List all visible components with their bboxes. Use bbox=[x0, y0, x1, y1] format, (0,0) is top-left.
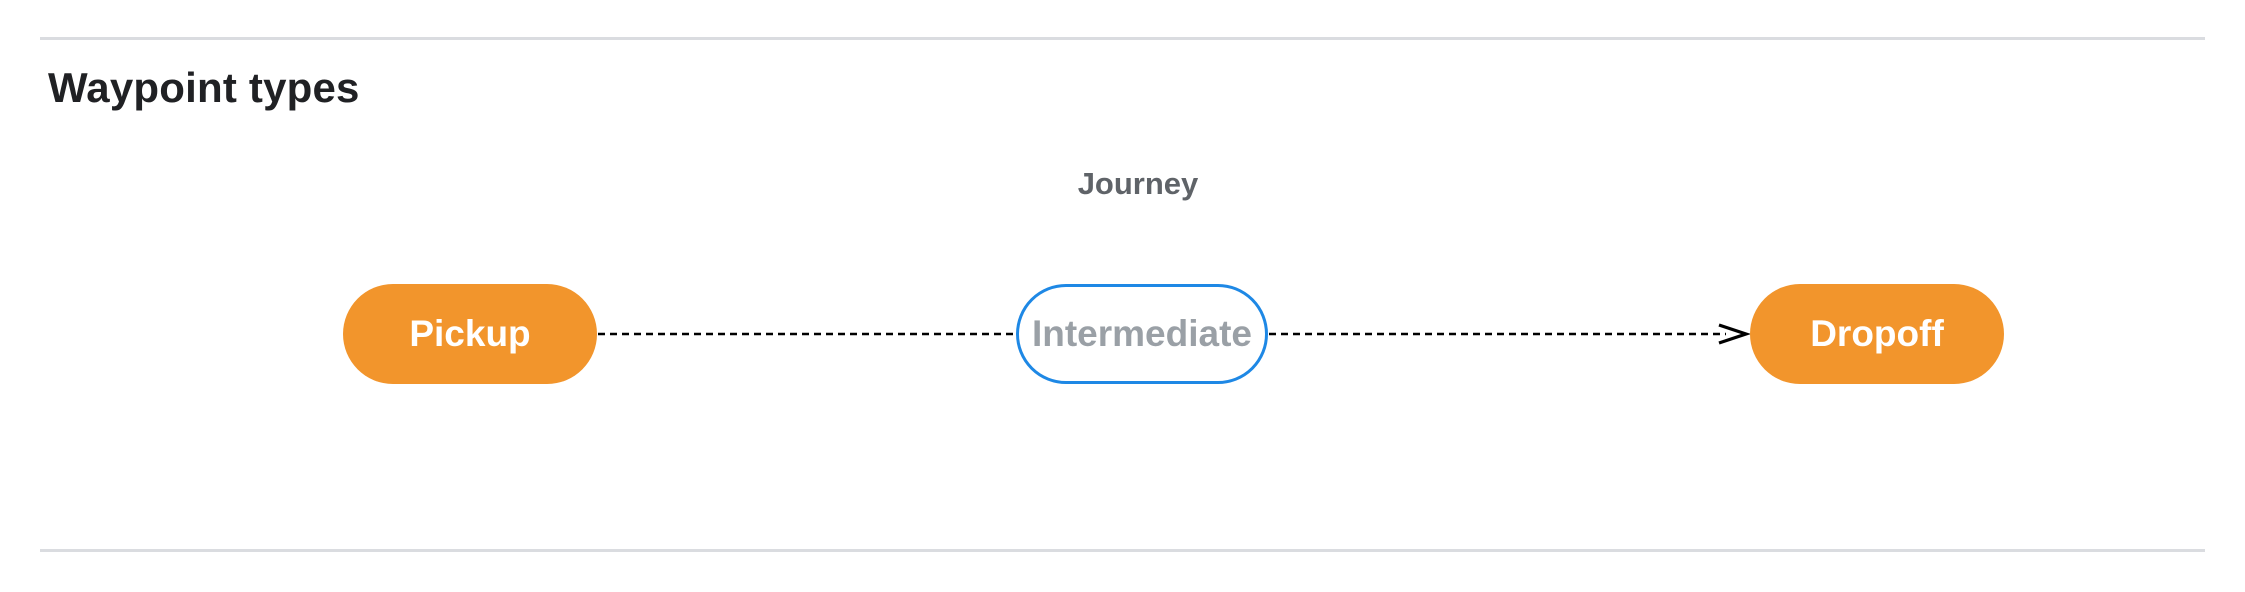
bottom-divider bbox=[40, 549, 2205, 552]
node-intermediate: Intermediate bbox=[1016, 284, 1268, 384]
arrowhead-icon bbox=[1718, 323, 1752, 345]
node-dropoff: Dropoff bbox=[1750, 284, 2004, 384]
top-divider bbox=[40, 37, 2205, 40]
node-pickup: Pickup bbox=[343, 284, 597, 384]
diagram-title: Journey bbox=[1077, 166, 1199, 201]
node-pickup-label: Pickup bbox=[409, 313, 531, 354]
node-dropoff-label: Dropoff bbox=[1810, 313, 1944, 354]
node-intermediate-label: Intermediate bbox=[1031, 313, 1252, 354]
section-heading: Waypoint types bbox=[48, 64, 360, 111]
